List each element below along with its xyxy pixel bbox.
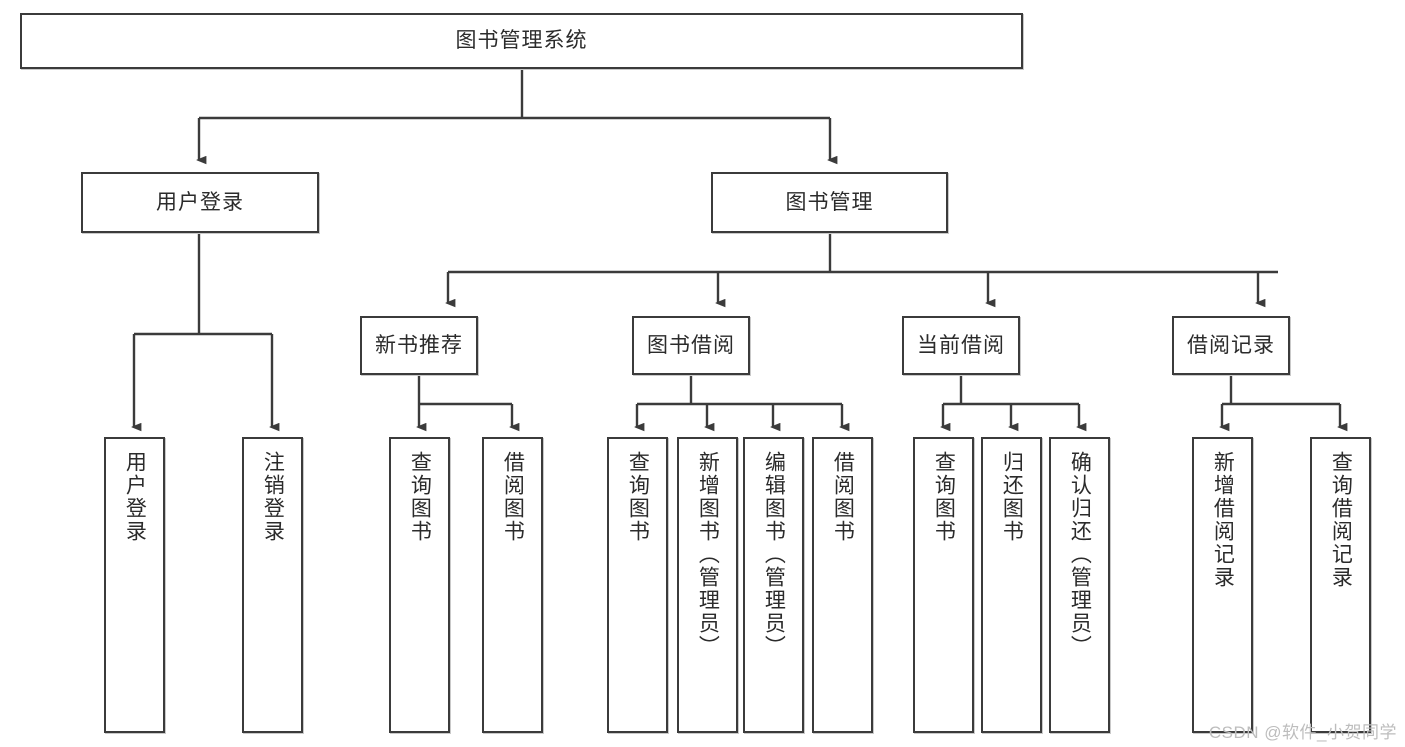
node-book-borrowing[interactable]: 图书借阅 bbox=[632, 316, 750, 375]
node-current-borrowing[interactable]: 当前借阅 bbox=[902, 316, 1020, 375]
leaf-user-login[interactable]: 用户登录 bbox=[104, 437, 165, 733]
node-new-book-recommendation[interactable]: 新书推荐 bbox=[360, 316, 478, 375]
leaf-borrow-books[interactable]: 借阅图书 bbox=[812, 437, 873, 733]
leaf-query-books-new[interactable]: 查询图书 bbox=[389, 437, 450, 733]
node-label: 当前借阅 bbox=[917, 333, 1005, 357]
node-label: 图书管理系统 bbox=[455, 29, 588, 53]
leaf-query-books-borrow[interactable]: 查询图书 bbox=[607, 437, 668, 733]
leaf-user-logout[interactable]: 注销登录 bbox=[242, 437, 303, 733]
node-label: 图书借阅 bbox=[647, 333, 735, 357]
node-user-login[interactable]: 用户登录 bbox=[81, 172, 319, 233]
node-label: 查询借阅记录 bbox=[1329, 451, 1353, 589]
leaf-add-borrow-record[interactable]: 新增借阅记录 bbox=[1192, 437, 1253, 733]
node-label: 图书管理 bbox=[785, 190, 874, 214]
node-borrow-records[interactable]: 借阅记录 bbox=[1172, 316, 1290, 375]
node-label: 归还图书 bbox=[1000, 451, 1024, 543]
node-label: 用户登录 bbox=[156, 190, 244, 214]
node-label: 注销登录 bbox=[261, 451, 285, 543]
leaf-query-books-current[interactable]: 查询图书 bbox=[913, 437, 974, 733]
node-label: 编辑图书（管理员） bbox=[762, 451, 786, 658]
leaf-edit-book-admin[interactable]: 编辑图书（管理员） bbox=[743, 437, 804, 733]
node-label: 新增借阅记录 bbox=[1211, 451, 1235, 589]
node-label: 借阅图书 bbox=[501, 451, 525, 543]
node-label: 借阅记录 bbox=[1187, 333, 1275, 357]
leaf-borrow-books-new[interactable]: 借阅图书 bbox=[482, 437, 543, 733]
node-label: 查询图书 bbox=[408, 451, 432, 543]
node-root-book-management-system[interactable]: 图书管理系统 bbox=[20, 13, 1023, 69]
node-label: 查询图书 bbox=[932, 451, 956, 543]
leaf-confirm-return-admin[interactable]: 确认归还（管理员） bbox=[1049, 437, 1110, 733]
leaf-return-books[interactable]: 归还图书 bbox=[981, 437, 1042, 733]
node-label: 用户登录 bbox=[123, 451, 147, 543]
node-label: 确认归还（管理员） bbox=[1068, 451, 1092, 658]
csdn-watermark: CSDN @软件_小贺同学 bbox=[1208, 723, 1397, 742]
node-label: 新书推荐 bbox=[375, 333, 463, 357]
node-label: 查询图书 bbox=[626, 451, 650, 543]
leaf-add-book-admin[interactable]: 新增图书（管理员） bbox=[677, 437, 738, 733]
node-label: 借阅图书 bbox=[831, 451, 855, 543]
node-label: 新增图书（管理员） bbox=[696, 451, 720, 658]
node-book-management[interactable]: 图书管理 bbox=[711, 172, 948, 233]
leaf-query-borrow-record[interactable]: 查询借阅记录 bbox=[1310, 437, 1371, 733]
